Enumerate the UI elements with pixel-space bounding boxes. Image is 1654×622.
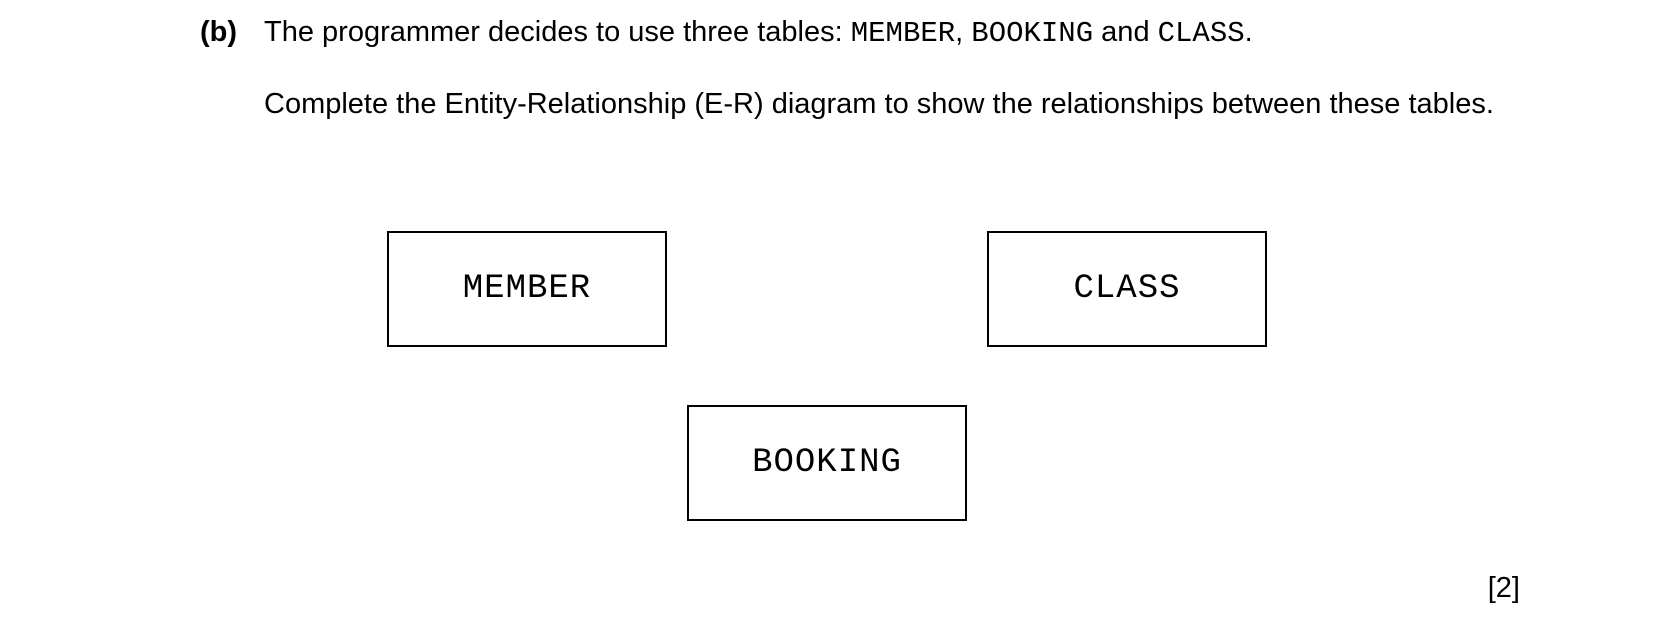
question-intro-line: The programmer decides to use three tabl… (264, 14, 1253, 52)
entity-label-booking: BOOKING (752, 444, 902, 482)
end-punctuation: . (1244, 16, 1253, 48)
question-instruction: Complete the Entity-Relationship (E-R) d… (264, 88, 1494, 120)
marks-allocation: [2] (1487, 572, 1520, 604)
table-name-booking: BOOKING (971, 17, 1094, 50)
entity-label-member: MEMBER (462, 270, 592, 308)
question-part-label: (b) (200, 16, 238, 48)
entity-box-class: CLASS (987, 231, 1267, 347)
separator-comma: , (955, 16, 972, 48)
entity-box-booking: BOOKING (687, 405, 967, 521)
intro-text: The programmer decides to use three tabl… (264, 16, 851, 48)
entity-box-member: MEMBER (387, 231, 667, 347)
table-name-member: MEMBER (850, 17, 956, 50)
entity-label-class: CLASS (1073, 270, 1181, 308)
separator-and: and (1093, 16, 1158, 48)
table-name-class: CLASS (1157, 17, 1245, 50)
